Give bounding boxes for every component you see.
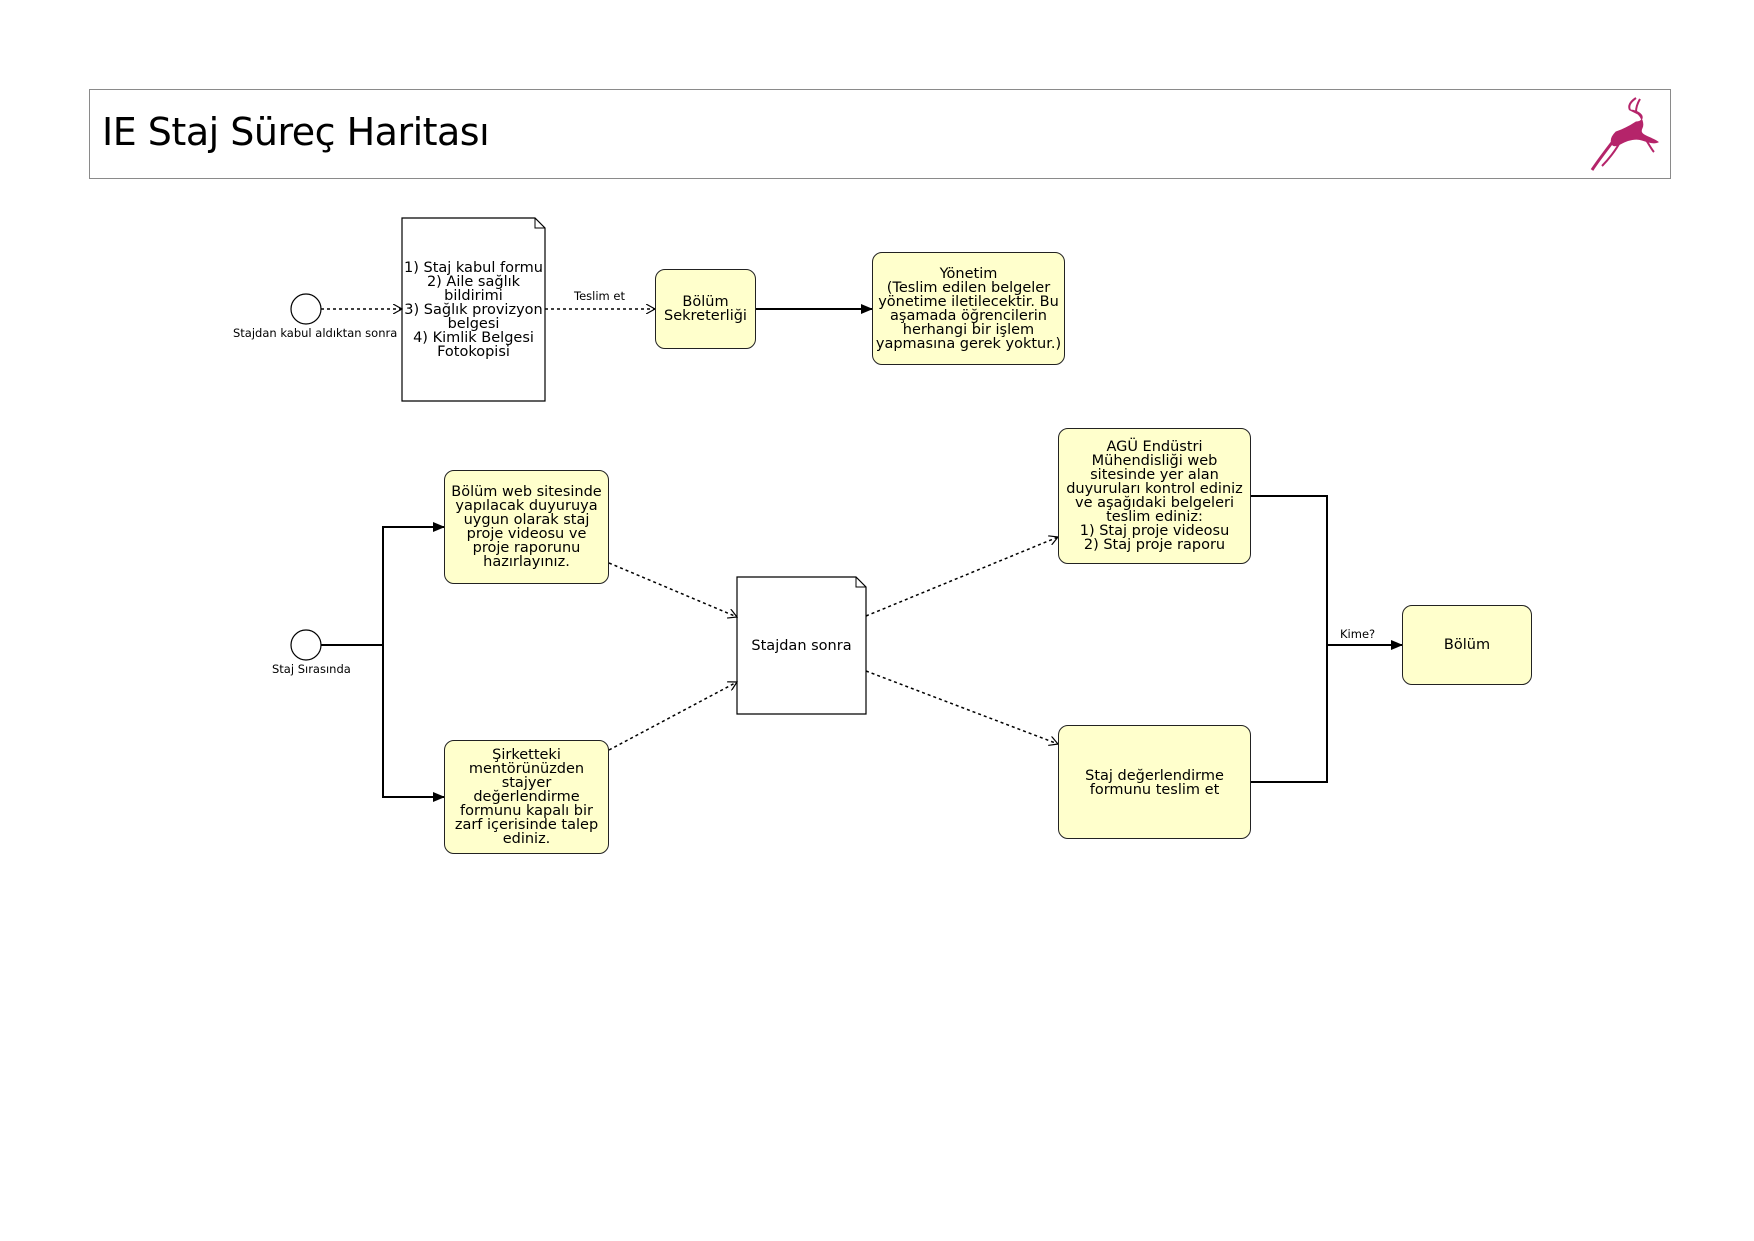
- start-event-2: [290, 629, 322, 661]
- edge-label-kime: Kime?: [1340, 627, 1376, 641]
- task-prepare-video-report: Bölüm web sitesinde yapılacak duyuruya u…: [444, 470, 609, 584]
- start-event-1-label: Stajdan kabul aldıktan sonra: [233, 326, 398, 340]
- required-documents-list: 1) Staj kabul formu 2) Aile sağlık bildi…: [404, 259, 543, 360]
- edge-submit-to-department: [1251, 645, 1328, 783]
- task-check-announcements: AGÜ Endüstri Mühendisliği web sitesinde …: [1058, 428, 1251, 564]
- diagram-header: IE Staj Süreç Haritası: [89, 89, 1671, 179]
- edge-document-to-submit: [865, 670, 1058, 744]
- edge-document-to-announce: [865, 537, 1058, 617]
- task-bolum-sekreterligi: Bölüm Sekreterliği: [655, 269, 756, 349]
- task-request-evaluation-form: Şirketteki mentörünüzden stajyer değerle…: [444, 740, 609, 854]
- task-bolum: Bölüm: [1402, 605, 1532, 685]
- page-title: IE Staj Süreç Haritası: [102, 110, 490, 154]
- document-shape-1: [401, 217, 546, 402]
- gazelle-logo-icon: [1590, 97, 1659, 171]
- start-event-2-label: Staj Sırasında: [272, 662, 351, 676]
- edge-announce-to-department: [1251, 495, 1403, 650]
- edge-start-to-prepare: [321, 522, 445, 646]
- document-shape-2: [736, 576, 867, 715]
- edge-start-to-request: [382, 645, 445, 802]
- document-stajdan-sonra: Stajdan sonra: [751, 637, 852, 654]
- task-yonetim: Yönetim (Teslim edilen belgeler yönetime…: [872, 252, 1065, 365]
- edge-prepare-to-document: [608, 562, 737, 617]
- edge-label-teslim-et: Teslim et: [574, 289, 625, 303]
- task-submit-evaluation-form: Staj değerlendirme formunu teslim et: [1058, 725, 1251, 839]
- edge-request-to-document: [608, 682, 737, 751]
- start-event-1: [290, 293, 322, 325]
